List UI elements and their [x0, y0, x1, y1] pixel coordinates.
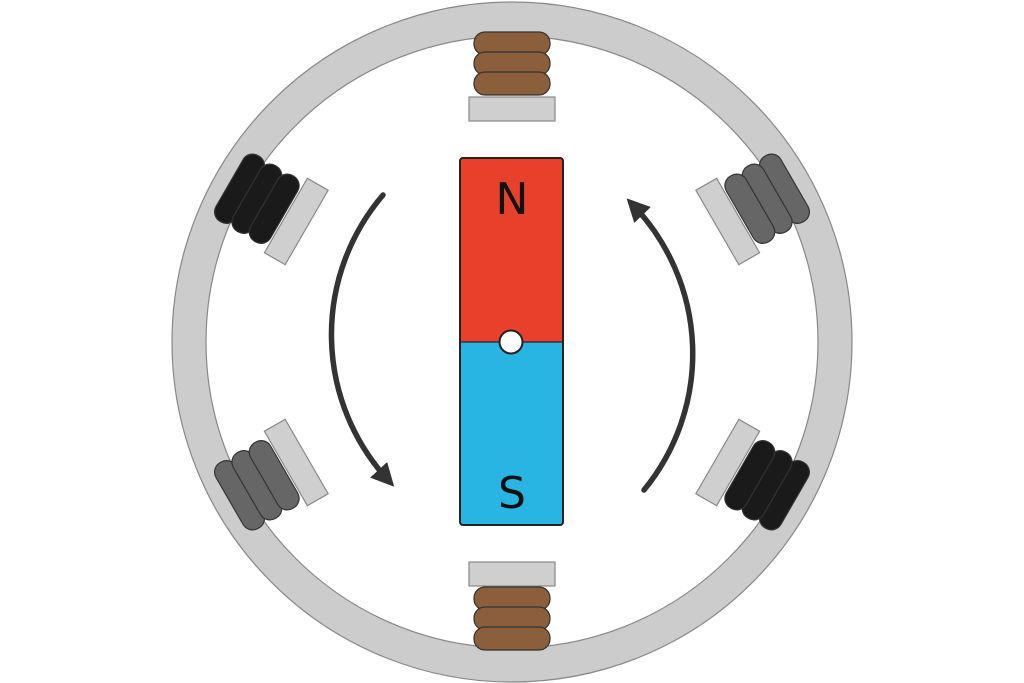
upper-left-coil-winding [248, 173, 300, 244]
south-label: S [498, 468, 526, 519]
lower-right-coil [695, 418, 810, 531]
rotor-axle [498, 329, 524, 355]
magnet-outline [459, 157, 564, 526]
north-pole [460, 158, 563, 342]
lower-left-coil [214, 418, 329, 531]
left-rotation-arrow [328, 192, 395, 487]
upper-right-coil [695, 153, 810, 266]
upper-right-pole-shoe [695, 177, 761, 266]
south-pole [460, 342, 563, 525]
right-rotation-arrow [626, 198, 696, 493]
bottom-coil [468, 561, 556, 651]
stator-ring [172, 2, 852, 682]
lower-left-coil-winding [248, 440, 300, 511]
bottom-pole-shoe [468, 561, 556, 587]
bottom-coil-winding [473, 626, 551, 651]
north-label: N [496, 174, 529, 225]
top-pole-shoe [468, 96, 556, 122]
upper-right-coil-winding [724, 173, 776, 244]
upper-left-pole-shoe [263, 177, 329, 266]
bar-magnet-rotor: N S [459, 157, 564, 526]
lower-left-pole-shoe [263, 418, 329, 507]
upper-left-coil [214, 153, 329, 266]
lower-right-pole-shoe [695, 418, 761, 507]
stator-ring-outer-edge [171, 1, 853, 683]
top-coil-winding [473, 71, 551, 96]
top-coil [468, 31, 556, 122]
lower-right-coil-winding [724, 440, 776, 511]
